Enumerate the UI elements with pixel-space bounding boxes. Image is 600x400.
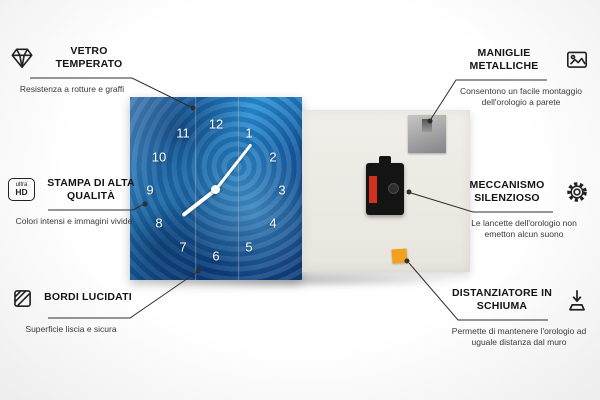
callout-subtitle: Colori intensi e immagini vivide xyxy=(15,216,133,226)
ultra-hd-icon: ultra HD xyxy=(8,176,35,203)
clock-number: 9 xyxy=(146,182,154,198)
callout-title: MECCANISMO SILENZIOSO xyxy=(469,178,545,204)
metal-hanger-plate xyxy=(408,115,446,153)
clock-number: 1 xyxy=(245,125,253,141)
callout-subtitle: Consentono un facile montaggio dell'orol… xyxy=(460,86,582,108)
callout-subtitle: Resistenza a rotture e graffi xyxy=(19,84,125,94)
clock-number: 7 xyxy=(179,239,187,255)
callout-silent-mechanism: MECCANISMO SILENZIOSO Le lancette dell'o… xyxy=(458,178,590,240)
glass-seam xyxy=(195,97,198,280)
callout-tempered-glass: VETRO TEMPERATO Resistenza a rotture e g… xyxy=(8,44,136,95)
callout-title: BORDI LUCIDATI xyxy=(44,291,132,304)
clock-number: 10 xyxy=(151,149,167,165)
mechanism-hook xyxy=(379,156,391,165)
callout-print-quality: ultra HD STAMPA DI ALTA QUALITÀ Colori i… xyxy=(8,176,140,227)
callout-subtitle: Permette di mantenere l'orologio ad ugua… xyxy=(451,326,587,348)
clock-number: 8 xyxy=(155,215,163,231)
callout-title: MANIGLIE METALLICHE xyxy=(469,46,539,72)
picture-frame-icon xyxy=(563,46,590,73)
callout-foam-spacer: DISTANZIATORE IN SCHIUMA Permette di man… xyxy=(448,286,590,348)
clock-front-glass: 12 1 2 3 4 5 6 7 8 9 10 11 xyxy=(130,97,302,280)
callout-title: STAMPA DI ALTA QUALITÀ xyxy=(47,176,135,202)
clock-number: 4 xyxy=(269,215,277,231)
clock-center-cap xyxy=(211,185,220,194)
foam-spacer xyxy=(391,248,408,264)
glass-seam xyxy=(238,97,241,280)
time-set-dial xyxy=(388,183,399,194)
callout-subtitle: Superficie liscia e sicura xyxy=(25,324,117,334)
clock-number: 6 xyxy=(212,248,220,264)
callout-title: VETRO TEMPERATO xyxy=(55,44,123,70)
callout-title: DISTANZIATORE IN SCHIUMA xyxy=(451,286,553,312)
clock-number: 5 xyxy=(245,239,253,255)
clock-mechanism xyxy=(366,156,404,215)
diamond-icon xyxy=(8,44,35,71)
hanger-hole xyxy=(422,119,432,132)
polished-edges-icon xyxy=(8,284,35,311)
clock-number: 2 xyxy=(269,149,277,165)
battery xyxy=(369,176,377,203)
ultra-hd-text-bottom: HD xyxy=(15,187,28,198)
clock-back-panel xyxy=(302,110,470,272)
clock-number: 12 xyxy=(208,116,224,132)
callout-subtitle: Le lancette dell'orologio non emetton al… xyxy=(471,218,577,240)
arrow-down-spacer-icon xyxy=(563,286,590,313)
clock-number: 3 xyxy=(278,182,286,198)
gear-icon xyxy=(563,178,590,205)
callout-polished-edges: BORDI LUCIDATI Superficie liscia e sicur… xyxy=(8,284,134,335)
ultra-hd-text-top: ultra xyxy=(15,182,28,189)
clock-number: 11 xyxy=(176,125,190,141)
callout-metal-handles: MANIGLIE METALLICHE Consentono un facile… xyxy=(452,46,590,108)
